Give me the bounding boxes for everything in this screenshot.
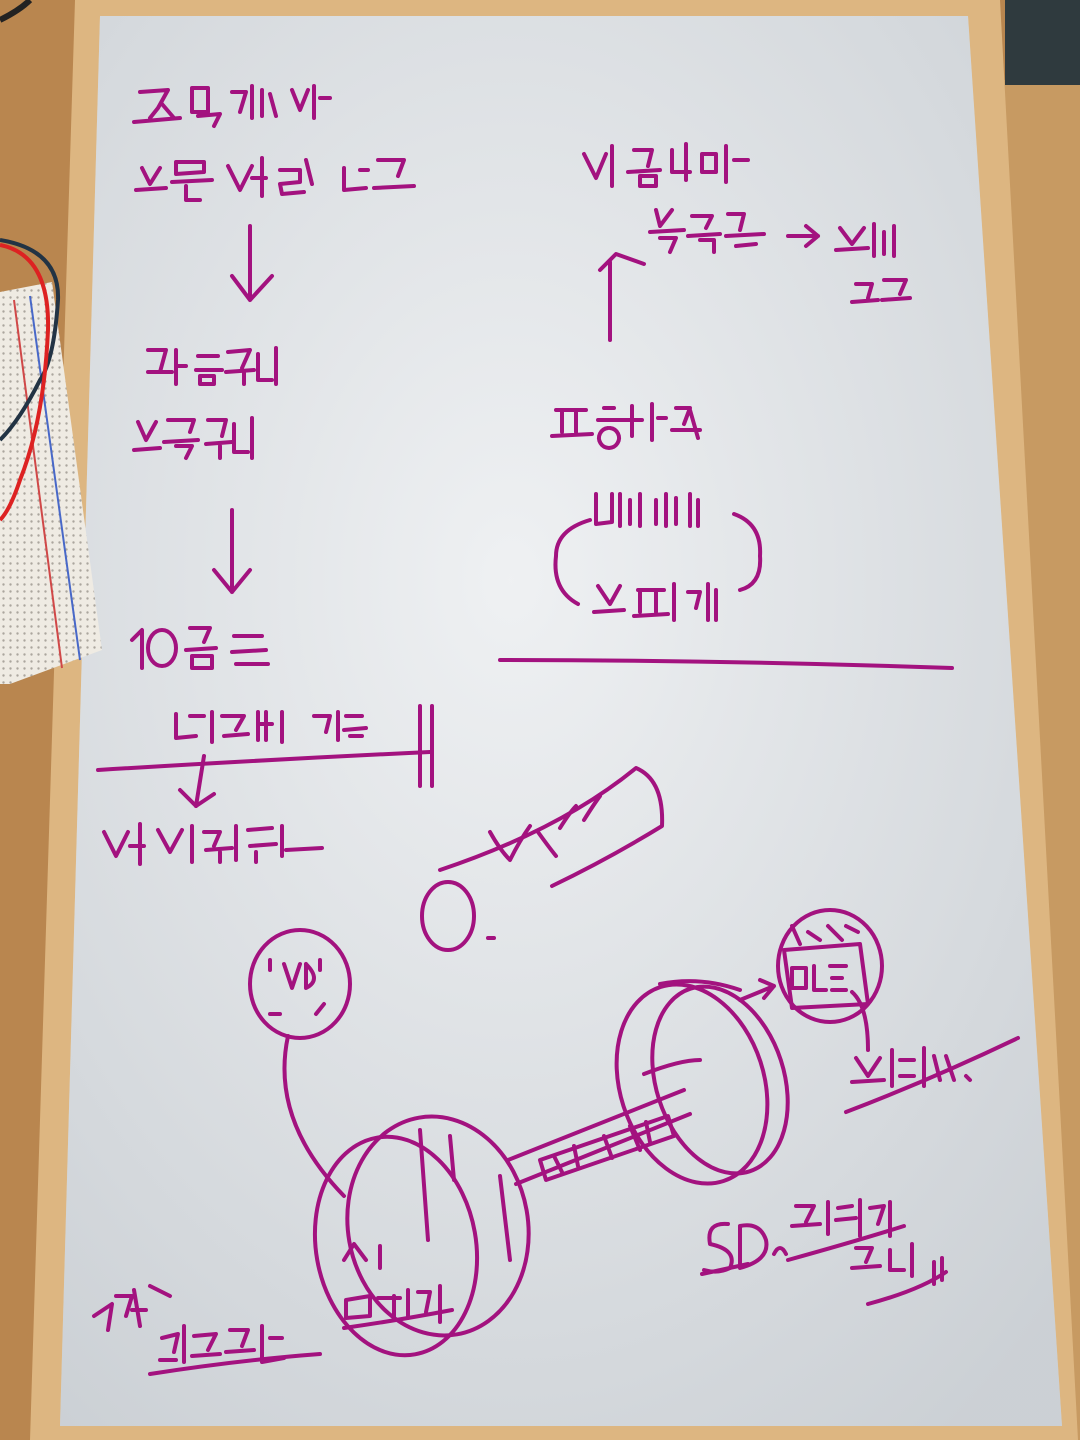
handwriting-right-2 <box>648 208 766 254</box>
wire-red <box>0 243 51 522</box>
handwriting-right-6 <box>592 582 718 622</box>
handwriting-line-1 <box>132 84 332 128</box>
handwriting-right-3 <box>834 222 912 304</box>
handwriting-bottom-right-2 <box>700 1198 948 1306</box>
handwriting-right-1 <box>582 142 750 188</box>
handwriting-right-4 <box>550 402 702 450</box>
arrow-right-1 <box>786 224 820 248</box>
board-shading <box>60 16 1062 1426</box>
bracket-left <box>553 518 592 606</box>
handwriting-line-3 <box>146 346 278 386</box>
breadboard <box>0 282 102 684</box>
arrow-down-2 <box>212 508 252 594</box>
handwriting-line-4 <box>132 416 254 460</box>
cable-top-left <box>0 0 33 23</box>
wire-blue <box>0 238 61 442</box>
divider-bars <box>418 704 434 788</box>
handwriting-line-7 <box>102 822 324 866</box>
handwriting-bottom-left <box>92 1284 322 1376</box>
arrow-up-1 <box>598 252 646 342</box>
arrow-to-circle <box>738 978 776 1002</box>
handwriting-line-6 <box>174 710 368 744</box>
divider-right <box>498 658 954 670</box>
arrow-down-3 <box>178 754 216 808</box>
sketch-dumbbell <box>248 928 790 1358</box>
dark-object-top-right <box>1005 0 1080 85</box>
sketch-scroll <box>420 766 665 952</box>
handwriting-bottom-right-1 <box>844 1036 1020 1114</box>
bracket-right <box>732 512 763 592</box>
handwriting-line-5 <box>130 626 270 670</box>
handwriting-line-2 <box>134 156 416 202</box>
arrow-down-1 <box>230 224 274 302</box>
handwriting-right-5 <box>594 492 700 528</box>
divider-left <box>96 750 432 772</box>
sketch-screen-circle <box>776 908 884 1052</box>
